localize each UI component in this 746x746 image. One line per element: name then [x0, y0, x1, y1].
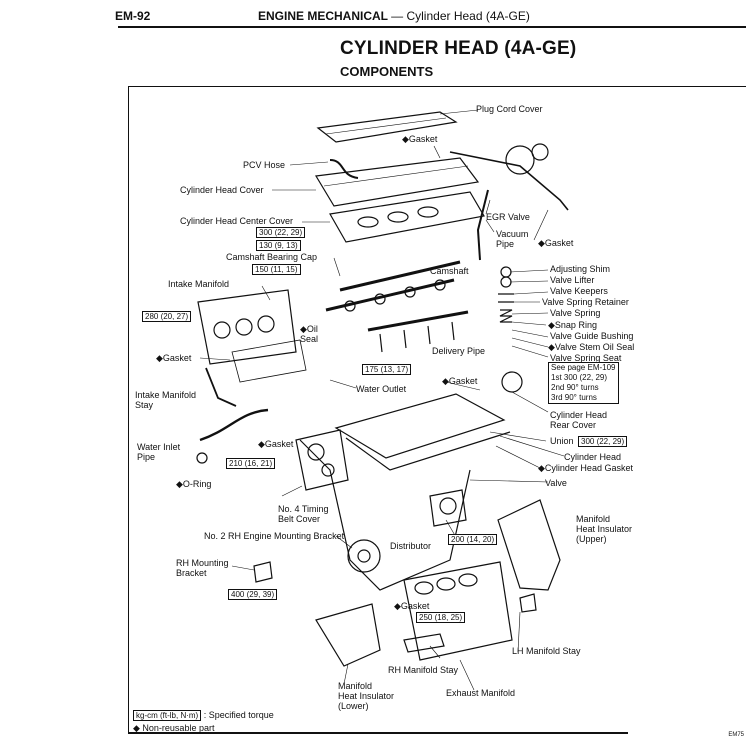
section-header: ENGINE MECHANICAL — Cylinder Head (4A-GE…	[258, 9, 530, 23]
page-subtitle: COMPONENTS	[340, 64, 434, 79]
label-union: Union	[550, 436, 574, 446]
torque-box-150: 150 (11, 15)	[252, 264, 301, 275]
label-egr-valve: EGR Valve	[486, 212, 530, 222]
leader-lines	[199, 109, 565, 691]
label-plug-cord-cover: Plug Cord Cover	[476, 104, 543, 114]
intake-manifold-shape	[197, 289, 297, 365]
rear-cover-shape	[501, 371, 523, 393]
header-rule	[118, 26, 746, 28]
label-water-outlet: Water Outlet	[356, 384, 407, 394]
page-number: EM-92	[115, 9, 151, 23]
legend-torque: kg-cm (ft-lb, N·m) : Specified torque	[133, 710, 274, 721]
cylinder-head-shape	[334, 393, 506, 459]
label-gasket-water: ◆Gasket	[258, 439, 294, 449]
label-distributor: Distributor	[390, 541, 432, 551]
legend-torque-desc: : Specified torque	[203, 710, 274, 720]
label-gasket-egr: ◆Gasket	[538, 238, 574, 248]
plug-cord-cover-shape	[316, 111, 458, 143]
label-valve-guide-bushing: Valve Guide Bushing	[550, 331, 634, 341]
label-delivery-pipe: Delivery Pipe	[432, 346, 486, 356]
center-cover-shape	[329, 191, 485, 243]
cylinder-head-cover-shape	[315, 157, 480, 207]
label-valve: Valve	[545, 478, 567, 488]
label-cylinder-head-rear-cover: Cylinder Head Rear Cover	[550, 410, 608, 430]
label-intake-manifold-stay: Intake Manifold Stay	[135, 390, 197, 410]
label-adjusting-shim: Adjusting Shim	[550, 264, 611, 274]
delivery-pipe-shape	[367, 310, 469, 332]
label-camshaft-bearing-cap: Camshaft Bearing Cap	[226, 252, 318, 262]
figure-code: EM75	[728, 732, 744, 738]
label-gasket-left: ◆Gasket	[156, 353, 192, 363]
label-rh-engine-mounting-bracket: No. 2 RH Engine Mounting Bracket	[204, 531, 345, 541]
water-inlet-pipe-shape	[199, 408, 269, 442]
torque-box-280: 280 (20, 27)	[142, 311, 192, 322]
pcv-hose-shape	[329, 159, 359, 179]
torque-box-175: 175 (13, 17)	[362, 364, 412, 375]
label-cylinder-head-gasket: ◆Cylinder Head Gasket	[538, 463, 633, 473]
egr-valve-shape	[505, 145, 535, 175]
timing-belt-cover-shape	[295, 429, 349, 491]
label-valve-keepers: Valve Keepers	[550, 286, 608, 296]
label-rh-manifold-stay: RH Manifold Stay	[388, 665, 459, 675]
section-title: ENGINE MECHANICAL	[258, 9, 388, 23]
distributor-shape	[429, 489, 467, 527]
label-rh-mounting-bracket: RH Mounting Bracket	[176, 558, 229, 578]
label-valve-spring: Valve Spring	[550, 308, 601, 318]
legend-torque-key: kg-cm (ft-lb, N·m)	[133, 710, 202, 721]
figure-frame-bottom	[128, 732, 628, 734]
torque-box-130: 130 (9, 13)	[256, 240, 301, 251]
exhaust-manifold-shape	[403, 561, 513, 661]
label-cylinder-head: Cylinder Head	[564, 452, 622, 462]
label-oil-seal: ◆Oil Seal	[300, 324, 319, 344]
torque-box-head-bolts: See page EM-109 1st 300 (22, 29) 2nd 90°…	[548, 362, 619, 404]
legend-nonreusable: ◆ Non-reusable part	[133, 723, 215, 733]
torque-box-210: 210 (16, 21)	[226, 458, 276, 469]
label-valve-spring-retainer: Valve Spring Retainer	[542, 297, 629, 307]
label-gasket-exhaust: ◆Gasket	[394, 601, 430, 611]
label-manifold-heat-insulator-upper: Manifold Heat Insulator (Upper)	[576, 514, 633, 544]
torque-box-200: 200 (14, 20)	[448, 534, 498, 545]
torque-box-300-union: 300 (22, 29)	[578, 436, 628, 447]
page-title: CYLINDER HEAD (4A-GE)	[340, 38, 577, 59]
label-valve-lifter: Valve Lifter	[550, 275, 595, 285]
label-gasket-mid: ◆Gasket	[442, 376, 478, 386]
heat-insulator-lower-shape	[315, 603, 381, 667]
label-cylinder-head-cover: Cylinder Head Cover	[180, 185, 264, 195]
label-center-cover: Cylinder Head Center Cover	[180, 216, 294, 226]
label-manifold-heat-insulator-lower: Manifold Heat Insulator (Lower)	[338, 681, 395, 711]
torque-box-250: 250 (18, 25)	[416, 612, 466, 623]
crank-pulley-shape	[347, 539, 381, 573]
label-exhaust-manifold: Exhaust Manifold	[446, 688, 516, 698]
subsection-title: — Cylinder Head (4A-GE)	[391, 9, 530, 23]
label-lh-manifold-stay: LH Manifold Stay	[512, 646, 581, 656]
label-timing-belt-cover: No. 4 Timing Belt Cover	[278, 504, 329, 524]
heat-insulator-upper-shape	[497, 499, 561, 591]
label-vacuum-pipe: Vacuum Pipe	[496, 229, 529, 249]
label-snap-ring: ◆Snap Ring	[548, 320, 597, 330]
label-gasket-top: ◆Gasket	[402, 134, 438, 144]
label-camshaft: Camshaft	[430, 266, 469, 276]
label-valve-spring-seat: Valve Spring Seat	[550, 353, 622, 363]
label-o-ring: ◆O-Ring	[176, 479, 212, 489]
label-water-inlet-pipe: Water Inlet Pipe	[137, 442, 181, 462]
figure-frame	[128, 86, 746, 734]
torque-box-300-cover: 300 (22, 29)	[256, 227, 306, 238]
label-intake-manifold: Intake Manifold	[168, 279, 230, 289]
torque-box-400: 400 (29, 39)	[228, 589, 278, 600]
label-valve-stem-oil-seal: ◆Valve Stem Oil Seal	[548, 342, 635, 352]
camshaft-shape	[325, 278, 455, 312]
label-pcv-hose: PCV Hose	[243, 160, 286, 170]
